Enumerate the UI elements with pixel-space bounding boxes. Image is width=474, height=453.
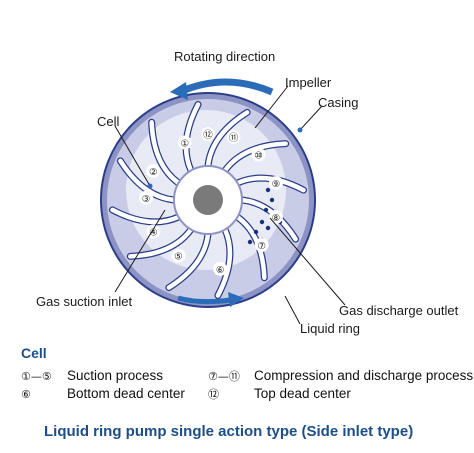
legend-text: Compression and discharge process <box>254 368 474 383</box>
cell-number: ⑨ <box>272 179 281 190</box>
impeller-blade-face <box>235 175 306 193</box>
casing-label: Casing <box>318 95 358 110</box>
impeller-blade-face <box>149 120 181 186</box>
cell-number-bg <box>171 248 186 263</box>
cell-number-bg <box>139 190 154 205</box>
rotating-arrow <box>178 78 274 96</box>
cell-number: ④ <box>149 228 158 239</box>
legend-row-top-dead-center: ⑫ Top dead center <box>208 386 351 402</box>
cell-number: ③ <box>142 194 151 205</box>
cell-leader <box>114 125 151 187</box>
impeller-blade-face <box>118 158 177 203</box>
cell-number: ⑪ <box>229 133 239 144</box>
impeller-blade-face <box>239 197 298 242</box>
cell-number: ⑤ <box>174 252 183 263</box>
gas-discharge-outlet-label: Gas discharge outlet <box>339 303 459 318</box>
impeller-blade-face <box>205 110 250 169</box>
impeller-blade-face <box>222 141 288 173</box>
rotating-direction-label: Rotating direction <box>174 49 275 64</box>
impeller-blade-face <box>215 227 233 298</box>
legend-num: ⑥ <box>21 388 31 401</box>
cell-number-bg <box>213 261 228 276</box>
impeller-blade-face <box>166 231 211 290</box>
impeller-blade-face <box>128 227 194 259</box>
impeller-label: Impeller <box>285 75 332 90</box>
legend-title: Cell <box>21 345 47 361</box>
impeller-leader <box>254 85 289 129</box>
cell-number-bg <box>201 127 215 141</box>
shaft <box>193 185 223 215</box>
cell-number-bg <box>254 237 269 252</box>
gas-suction-inlet-label: Gas suction inlet <box>36 294 132 309</box>
cell-number-bg <box>226 129 241 144</box>
cell-number-bg <box>268 176 283 191</box>
liquid-ring-leader <box>284 295 301 325</box>
cell-number: ⑩ <box>254 150 263 161</box>
cell-number-bg <box>146 163 161 178</box>
cell-label: Cell <box>97 114 120 129</box>
legend-num: ①—⑤ <box>21 370 52 383</box>
cell-number-bg <box>251 147 266 162</box>
impeller-blade-face <box>110 207 181 225</box>
cell-number: ① <box>181 139 190 150</box>
cell-number: ⑧ <box>272 213 281 224</box>
legend-text: Top dead center <box>254 386 351 401</box>
rotating-arrow-head <box>170 82 188 100</box>
legend-text: Bottom dead center <box>67 386 185 401</box>
cell-number-bg <box>177 135 192 150</box>
pump-diagram: ① ② ③ ④ ⑤ ⑥ ⑦ ⑧ ⑨ ⑩ ⑪ ⑫ Rotating direction Impeller… <box>36 49 459 336</box>
cell-number: ② <box>149 167 158 178</box>
gas-discharge-leader <box>269 217 346 306</box>
gas-suction-leader <box>114 209 166 293</box>
legend-num: ⑫ <box>208 388 219 401</box>
cell-number: ⑫ <box>203 130 213 141</box>
figure-caption: Liquid ring pump single action type (Sid… <box>44 423 414 440</box>
liquid-ring-label: Liquid ring <box>300 321 360 336</box>
legend-row-bottom-dead-center: ⑥ Bottom dead center <box>21 386 185 401</box>
cell-number: ⑥ <box>216 265 225 276</box>
cell-numbers: ① ② ③ ④ ⑤ ⑥ ⑦ ⑧ ⑨ ⑩ ⑪ ⑫ <box>139 127 283 276</box>
casing-leader <box>299 105 323 131</box>
inner-rotation-arrow <box>177 295 231 305</box>
inner-rotation-arrow-head <box>228 292 244 307</box>
legend-row-suction: ①—⑤ Suction process <box>21 368 163 383</box>
cell-number: ⑦ <box>257 241 266 252</box>
legend-num: ⑦—⑪ <box>208 370 240 383</box>
legend-text: Suction process <box>67 368 164 383</box>
legend-row-compression: ⑦—⑪ Compression and discharge process <box>208 368 473 384</box>
